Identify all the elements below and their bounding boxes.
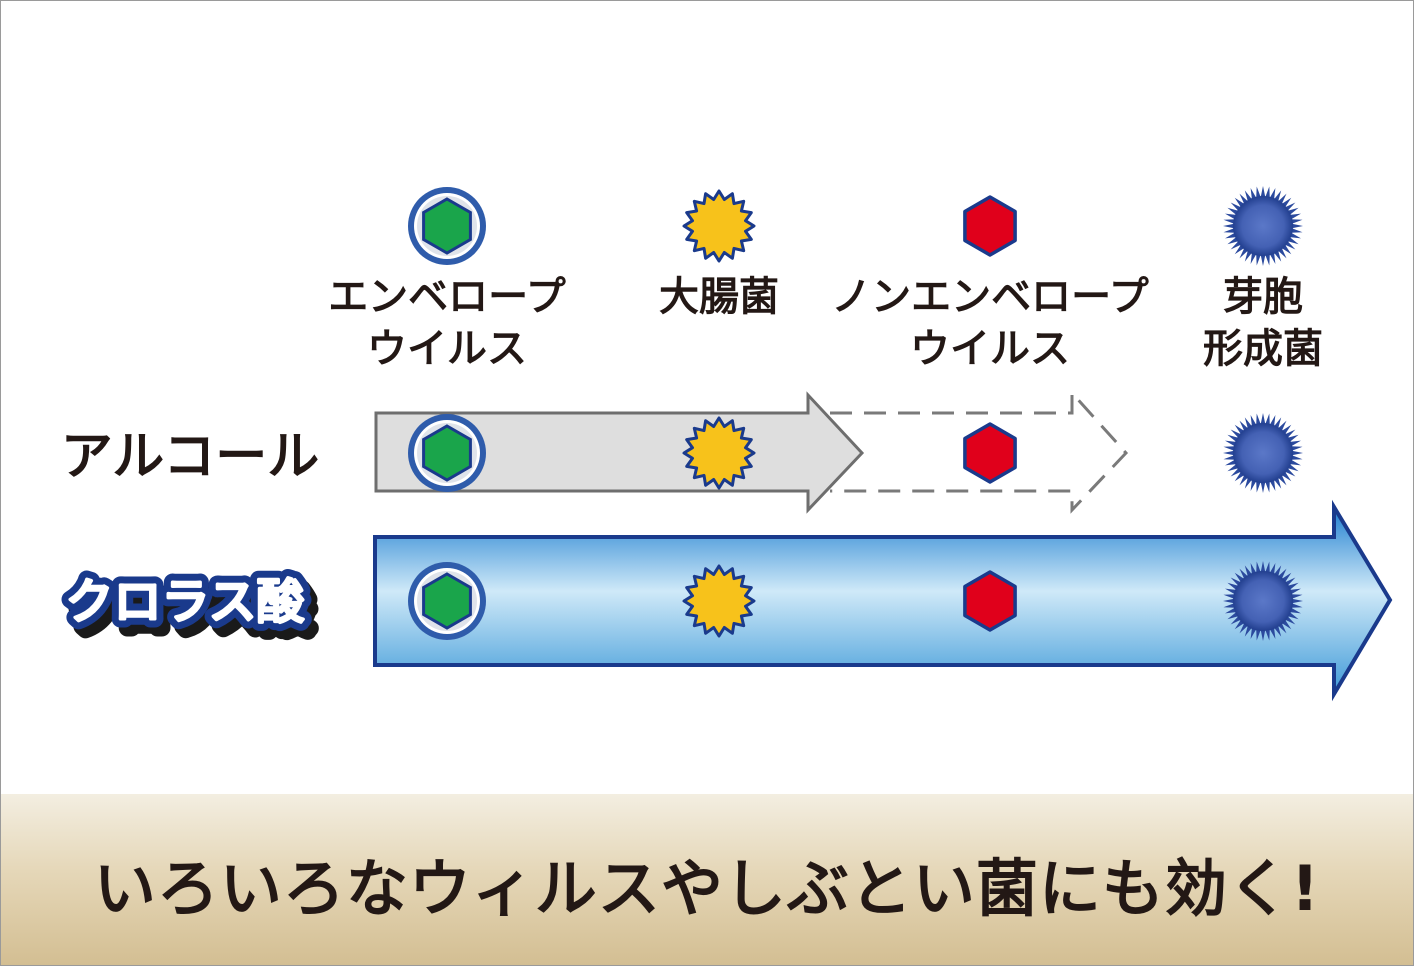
header-spore-blue-spiky-ball-icon bbox=[1223, 186, 1303, 266]
category-label-spore-line1: 芽胞 bbox=[1223, 274, 1303, 320]
row-label-chlorous-text: クロラス酸 bbox=[65, 574, 305, 630]
category-label-ecoli: 大腸菌 bbox=[659, 274, 779, 320]
chlorous-non-envelope-red-hexagon-icon bbox=[963, 570, 1017, 632]
row-label-chlorous: クロラス酸 クロラス酸 クロラス酸 bbox=[57, 566, 320, 647]
row-label-chlorous-outline: クロラス酸 bbox=[65, 574, 305, 630]
chlorous-spore-blue-spiky-ball-icon bbox=[1223, 561, 1303, 641]
bottom-banner bbox=[0, 794, 1414, 966]
category-label-ecoli-line1: 大腸菌 bbox=[659, 274, 779, 320]
chlorous-ecoli-yellow-starburst-icon bbox=[682, 564, 756, 638]
row-label-chlorous-shadow: クロラス酸 bbox=[72, 583, 312, 639]
category-label-spore: 芽胞 形成菌 bbox=[1203, 274, 1323, 372]
icons-layer bbox=[408, 186, 1303, 641]
row-label-alcohol: アルコール bbox=[61, 427, 319, 487]
category-label-envelope-line1: エンベロープ bbox=[328, 274, 566, 320]
alcohol-ecoli-yellow-starburst-icon bbox=[682, 416, 756, 490]
alcohol-envelope-green-hexagon-icon bbox=[408, 414, 486, 492]
category-label-non-envelope: ノンエンベロープ ウイルス bbox=[831, 274, 1149, 372]
category-label-spore-line2: 形成菌 bbox=[1203, 326, 1323, 372]
alcohol-non-envelope-red-hexagon-icon bbox=[963, 422, 1017, 484]
category-label-non-envelope-line2: ウイルス bbox=[910, 326, 1070, 372]
header-non-envelope-red-hexagon-icon bbox=[963, 195, 1017, 257]
chlorous-arrow bbox=[373, 499, 1393, 702]
header-ecoli-yellow-starburst-icon bbox=[682, 189, 756, 263]
category-label-envelope: エンベロープ ウイルス bbox=[328, 274, 566, 372]
category-label-envelope-line2: ウイルス bbox=[367, 326, 527, 372]
banner-headline: いろいろなウィルスやしぶとい菌にも効く! bbox=[93, 852, 1321, 925]
category-label-non-envelope-line1: ノンエンベロープ bbox=[831, 274, 1149, 320]
alcohol-arrow-dashed bbox=[830, 389, 1129, 514]
header-envelope-green-hexagon-icon bbox=[408, 187, 486, 265]
chlorous-envelope-green-hexagon-icon bbox=[408, 562, 486, 640]
alcohol-spore-blue-spiky-ball-icon bbox=[1223, 413, 1303, 493]
